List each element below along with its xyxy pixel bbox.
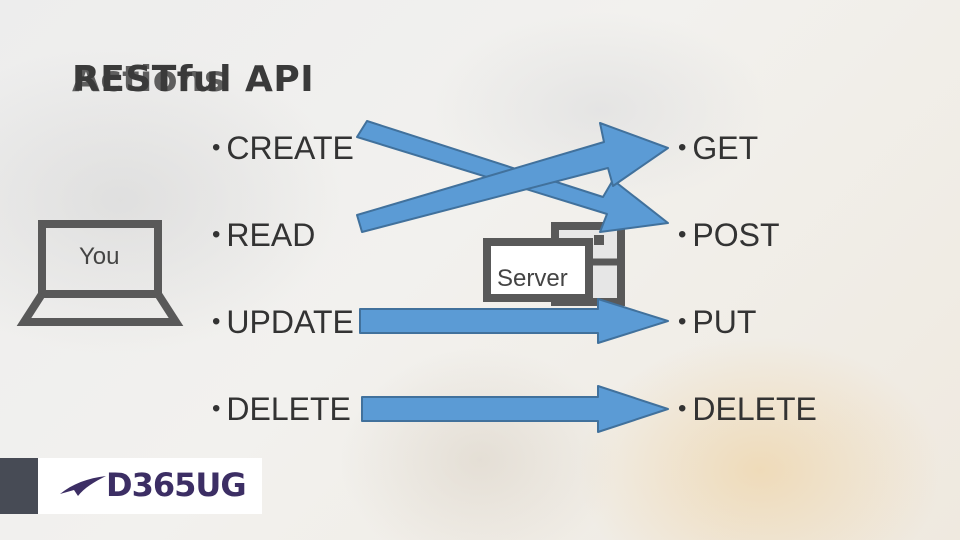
bullet-dot: • (212, 221, 221, 248)
bullet-dot: • (212, 395, 221, 422)
left-bullet-update: • UPDATE (212, 302, 354, 342)
bullet-dot: • (678, 308, 687, 335)
left-bullet-delete: • DELETE (212, 389, 351, 429)
logo-text: D365UG (106, 466, 247, 504)
bullet-dot: • (212, 134, 221, 161)
right-bullet-label: DELETE (692, 391, 817, 427)
title-overlap-text: Actions (72, 59, 227, 100)
left-bullet-label: READ (226, 217, 316, 253)
arrow-delete-to-delete (361, 385, 669, 433)
right-bullet-get: • GET (678, 128, 758, 168)
bullet-dot: • (678, 221, 687, 248)
left-bullet-label: UPDATE (226, 304, 354, 340)
bullet-dot: • (678, 134, 687, 161)
right-bullet-put: • PUT (678, 302, 756, 342)
logo-accent-bar (0, 458, 38, 514)
bullet-dot: • (678, 395, 687, 422)
slide-title: RESTful API (72, 59, 315, 100)
arrow-read-to-get (356, 122, 669, 233)
right-bullet-label: PUT (692, 304, 757, 340)
right-bullet-post: • POST (678, 215, 780, 255)
server-icon (483, 222, 625, 306)
left-bullet-create: • CREATE (212, 128, 354, 168)
server-label: Server (497, 265, 568, 292)
laptop-icon (16, 220, 184, 326)
bullet-dot: • (212, 308, 221, 335)
arrow-update-to-put (359, 298, 669, 344)
right-bullet-delete: • DELETE (678, 389, 817, 429)
laptop-label: You (79, 243, 120, 270)
right-bullet-label: GET (692, 130, 759, 166)
logo-swoosh-icon (60, 476, 106, 496)
left-bullet-read: • READ (212, 215, 315, 255)
left-bullet-label: CREATE (226, 130, 354, 166)
right-bullet-label: POST (692, 217, 780, 253)
left-bullet-label: DELETE (226, 391, 351, 427)
